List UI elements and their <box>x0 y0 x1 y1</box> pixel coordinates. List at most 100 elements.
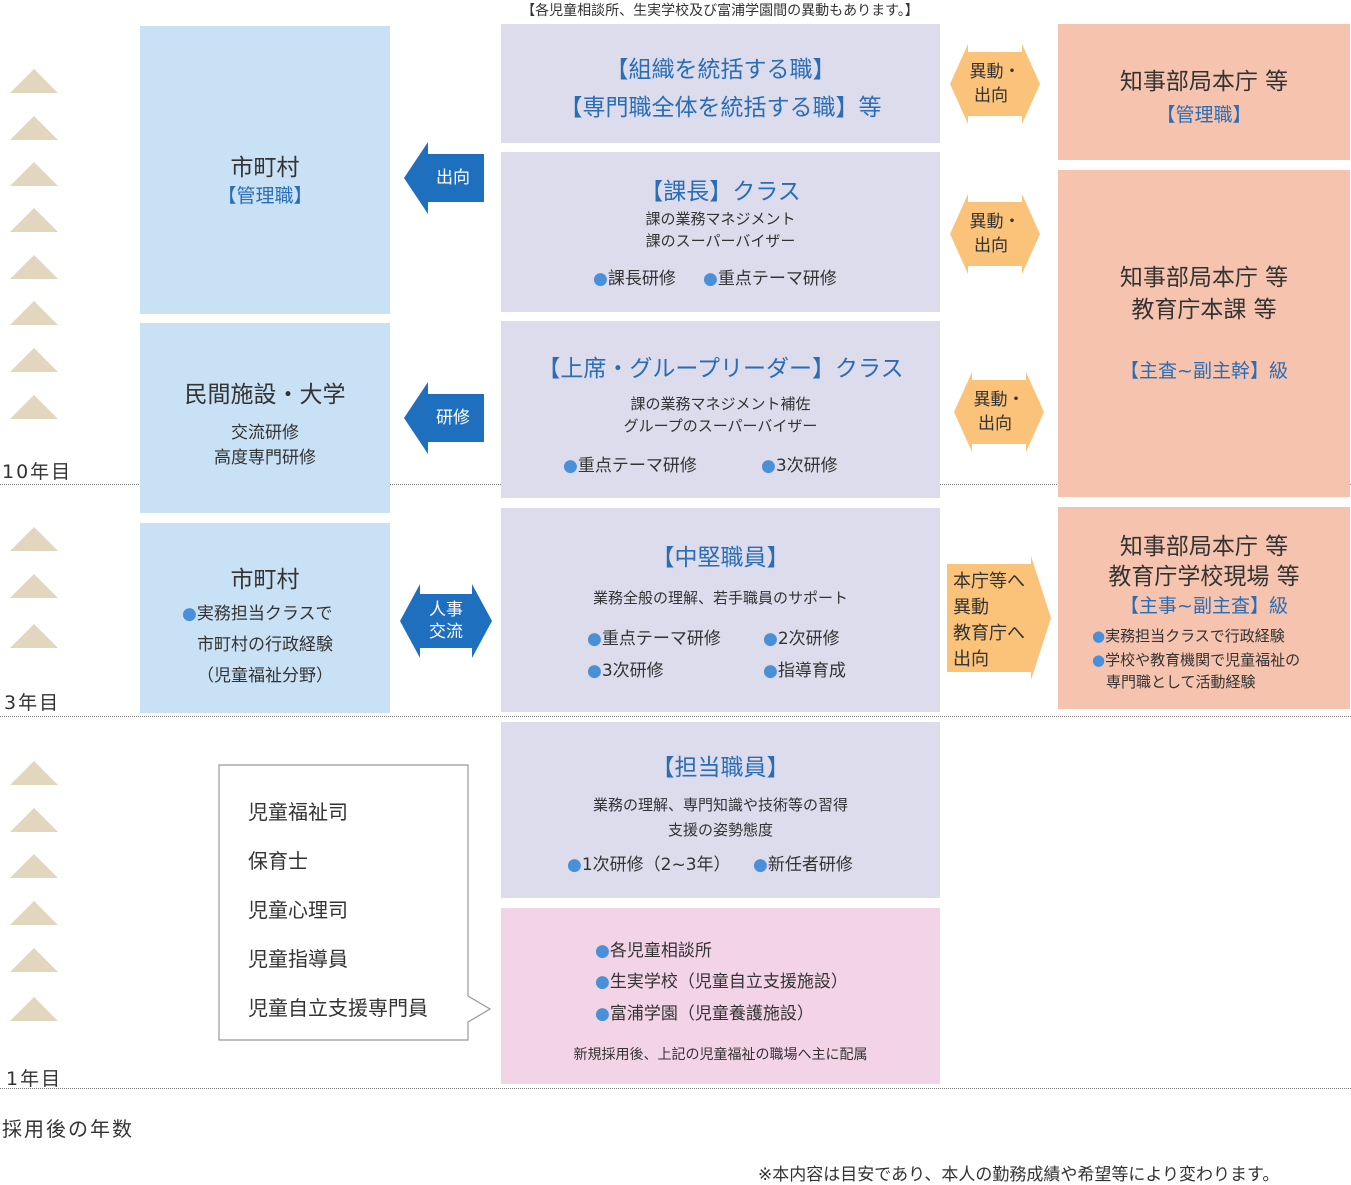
joseki-desc1: 課の業務マネジメント補佐 <box>630 395 811 413</box>
arrow-ido-2-label-1: 異動・ <box>969 212 1021 232</box>
honcho-shusa-line1: 知事部局本庁 等 <box>1119 265 1289 291</box>
box-shichoson: 市町村 ●実務担当クラスで 市町村の行政経験 （児童福祉分野） <box>140 523 390 713</box>
honcho-shuji-sub: 【主事~副主査】級 <box>1120 595 1288 617</box>
box-minkan: 民間施設・大学 交流研修 高度専門研修 <box>140 323 390 513</box>
box-chuken: 【中堅職員】 業務全般の理解、若手職員のサポート ●重点テーマ研修 ●2次研修 … <box>501 508 940 712</box>
honcho-ido-line: 本庁等へ <box>953 571 1025 592</box>
bullet-dot: ● <box>1092 627 1106 645</box>
bullet-dot: ● <box>761 456 776 476</box>
haizoku-item-text: 生実学校（児童自立支援施設） <box>609 972 848 992</box>
joseki-item-text: 重点テーマ研修 <box>577 456 697 476</box>
marker-triangle <box>10 348 58 372</box>
job-item: 児童福祉司 <box>248 800 348 824</box>
bullet-dot: ● <box>753 855 768 875</box>
haizoku-note: 新規採用後、上記の児童福祉の職場へ主に配属 <box>573 1047 868 1063</box>
chuken-item-1: ●重点テーマ研修 <box>587 624 721 649</box>
marker-triangle <box>10 162 58 186</box>
year-label-1: 1年目 <box>6 1068 63 1090</box>
box-honcho-shuji: 知事部局本庁 等 教育庁学校現場 等 【主事~副主査】級 ●実務担当クラスで行政… <box>1058 507 1350 709</box>
minkan-sub2: 高度専門研修 <box>214 448 316 468</box>
arrow-jinji-both <box>400 584 492 658</box>
kacho-item-2: ●重点テーマ研修 <box>703 264 837 289</box>
tanto-item-text: 新任者研修 <box>767 855 853 875</box>
arrow-kenshu-label: 研修 <box>436 408 470 428</box>
arrow-shukko-left <box>404 142 484 214</box>
honcho-shuji-item-2-cont: 専門職として活動経験 <box>1106 673 1256 691</box>
honcho-shuji-item-text: 実務担当クラスで行政経験 <box>1105 627 1285 645</box>
tanto-item-2: ●新任者研修 <box>753 850 853 875</box>
bullet-dot: ● <box>763 661 778 681</box>
box-joseki: 【上席・グループリーダー】クラス 課の業務マネジメント補佐 グループのスーパーバ… <box>501 321 940 498</box>
box-tanto: 【担当職員】 業務の理解、専門知識や技術等の習得 支援の姿勢態度 ●1次研修（2… <box>501 722 940 898</box>
job-item: 児童指導員 <box>248 947 348 971</box>
marker-triangle <box>10 208 58 232</box>
honcho-ido-line: 教育庁へ <box>953 623 1025 644</box>
honcho-shuji-item-text: 学校や教育機関で児童福祉の <box>1105 651 1301 669</box>
honcho-shuji-item-2: ●学校や教育機関で児童福祉の <box>1092 649 1300 670</box>
chuken-item-4: ●指導育成 <box>763 656 846 681</box>
honcho-shuji-line2: 教育庁学校現場 等 <box>1108 564 1300 590</box>
chuken-item-text: 3次研修 <box>601 661 664 681</box>
honcho-shuji-line1: 知事部局本庁 等 <box>1119 534 1289 560</box>
tanto-title: 【担当職員】 <box>651 755 790 781</box>
kacho-desc2: 課のスーパーバイザー <box>645 232 796 250</box>
marker-triangle <box>10 527 58 551</box>
marker-triangle <box>10 574 58 598</box>
job-item: 児童心理司 <box>248 898 348 922</box>
haizoku-item-text: 富浦学園（児童養護施設） <box>609 1004 814 1024</box>
box-kacho: 【課長】クラス 課の業務マネジメント 課のスーパーバイザー ●課長研修 ●重点テ… <box>501 152 940 312</box>
haizoku-item-3: ●富浦学園（児童養護施設） <box>595 999 814 1024</box>
marker-triangle <box>10 255 58 279</box>
joseki-item-1: ●重点テーマ研修 <box>563 451 697 476</box>
honcho-shusa-sub: 【主査~副主幹】級 <box>1120 360 1288 382</box>
bullet-dot: ● <box>595 1004 610 1024</box>
chuken-item-text: 重点テーマ研修 <box>601 629 721 649</box>
bullet-dot: ● <box>182 604 197 624</box>
bullet-dot: ● <box>567 855 582 875</box>
separator-1 <box>0 1088 1351 1089</box>
honcho-kanri-sub: 【管理職】 <box>1156 104 1252 126</box>
chuken-desc: 業務全般の理解、若手職員のサポート <box>592 589 848 607</box>
arrow-ido-3 <box>954 372 1044 452</box>
marker-triangle <box>10 901 58 925</box>
bullet-dot: ● <box>763 629 778 649</box>
marker-triangle <box>10 301 58 325</box>
jobs-list: 児童福祉司 保育士 児童心理司 児童指導員 児童自立支援専門員 <box>248 788 428 1033</box>
year-label-10: 10年目 <box>2 461 73 483</box>
minkan-title: 民間施設・大学 <box>184 382 346 408</box>
marker-triangles <box>10 69 58 1021</box>
arrow-ido-2-label-2: 出向 <box>974 236 1008 256</box>
bullet-dot: ● <box>1092 651 1106 669</box>
axis-label: 採用後の年数 <box>2 1117 134 1141</box>
haizoku-item-2: ●生実学校（児童自立支援施設） <box>595 967 848 992</box>
kacho-title: 【課長】クラス <box>640 179 801 205</box>
marker-triangle <box>10 808 58 832</box>
chuken-item-text: 指導育成 <box>777 661 846 681</box>
kacho-item-text: 課長研修 <box>607 269 676 289</box>
honcho-kanri-title: 知事部局本庁 等 <box>1119 69 1289 95</box>
honcho-ido-line: 異動 <box>953 597 989 618</box>
tanto-item-1: ●1次研修（2~3年） <box>567 850 731 875</box>
box-honcho-kanri: 知事部局本庁 等 【管理職】 <box>1058 24 1350 160</box>
marker-triangle <box>10 948 58 972</box>
bullet-dot: ● <box>703 269 718 289</box>
arrow-ido-1-label-1: 異動・ <box>969 62 1021 82</box>
honcho-shusa-line2: 教育庁本課 等 <box>1131 297 1277 323</box>
bullet-dot: ● <box>563 456 578 476</box>
arrow-honcho-ido-labels: 本庁等へ 異動 教育庁へ 出向 <box>953 569 1025 673</box>
year-label-3: 3年目 <box>4 692 61 714</box>
bullet-dot: ● <box>593 269 608 289</box>
joseki-desc2: グループのスーパーバイザー <box>623 417 818 435</box>
arrow-ido-3-label-1: 異動・ <box>973 390 1025 410</box>
haizoku-item-1: ●各児童相談所 <box>595 936 712 961</box>
arrow-ido-1 <box>950 44 1040 124</box>
arrow-jinji-label-2: 交流 <box>429 622 463 642</box>
tanto-desc2: 支援の姿勢態度 <box>667 821 773 839</box>
joseki-title: 【上席・グループリーダー】クラス <box>537 356 904 382</box>
bullet-dot: ● <box>595 941 610 961</box>
chuken-item-2: ●2次研修 <box>763 624 840 649</box>
chuken-title: 【中堅職員】 <box>651 545 790 571</box>
arrow-ido-3-label-2: 出向 <box>978 414 1012 434</box>
year-marker-column <box>10 69 58 1021</box>
shichoson-item: ●実務担当クラスで <box>182 599 333 624</box>
